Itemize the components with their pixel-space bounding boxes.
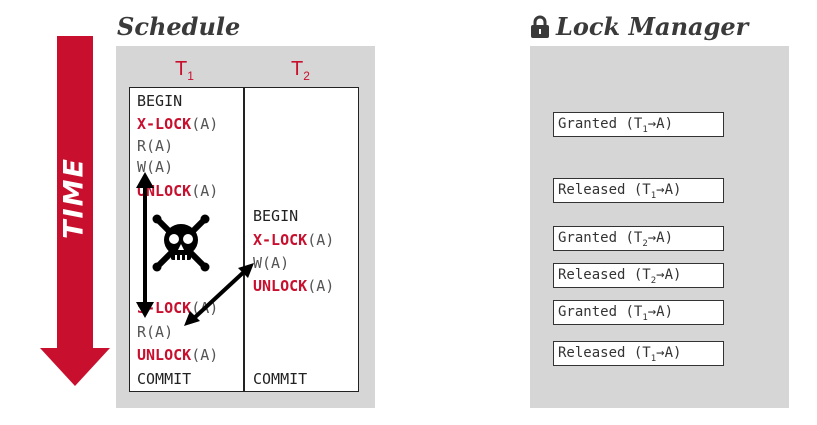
column-divider: [243, 87, 245, 392]
time-label: TIME: [58, 157, 90, 239]
time-arrow: [40, 36, 110, 386]
t1-op: X-LOCK(A): [137, 115, 219, 133]
lock-entry: Granted (T1→A): [553, 300, 724, 325]
t2-op: BEGIN: [253, 207, 299, 225]
lock-entry: Released (T1→A): [553, 341, 724, 366]
schedule-title: Schedule: [117, 12, 241, 41]
t2-op: W(A): [253, 254, 290, 272]
lock-entry: Released (T1→A): [553, 178, 724, 203]
lock-icon: [531, 15, 549, 38]
t2-op: COMMIT: [253, 370, 308, 388]
t2-header: T2: [291, 58, 310, 83]
lock-entry: Released (T2→A): [553, 263, 724, 288]
t2-op: UNLOCK(A): [253, 277, 335, 295]
lock-manager-title: Lock Manager: [530, 12, 748, 41]
vertical-double-arrow: [136, 172, 154, 318]
t1-op: COMMIT: [137, 370, 192, 388]
t1-op: R(A): [137, 137, 174, 155]
diagonal-double-arrow: [184, 263, 254, 326]
t1-op: W(A): [137, 158, 174, 176]
t1-op: UNLOCK(A): [137, 346, 219, 364]
t2-op: X-LOCK(A): [253, 231, 335, 249]
lock-entry: Granted (T2→A): [553, 226, 724, 251]
t1-header: T1: [175, 58, 194, 83]
skull-crossbones-icon: [152, 214, 210, 272]
t1-op: BEGIN: [137, 92, 183, 110]
lock-entry: Granted (T1→A): [553, 112, 724, 137]
t1-op: R(A): [137, 323, 174, 341]
